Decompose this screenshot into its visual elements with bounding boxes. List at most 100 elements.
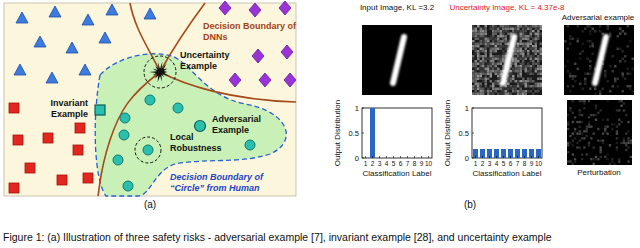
noise-pixel — [576, 133, 578, 135]
triangle-point — [16, 12, 28, 23]
noise-pixel — [515, 63, 518, 66]
noise-pixel — [623, 137, 625, 139]
noise-pixel — [477, 90, 480, 93]
tick-mark — [475, 156, 476, 158]
noise-pixel — [492, 50, 495, 53]
noise-pixel — [490, 75, 493, 78]
noise-pixel — [497, 35, 500, 38]
noise-pixel — [482, 65, 485, 68]
noise-pixel — [540, 70, 543, 73]
noise-pixel — [618, 100, 620, 102]
boundary-line — [160, 72, 296, 102]
noise-pixel — [520, 33, 523, 36]
noise-pixel — [497, 83, 500, 86]
noise-pixel — [487, 65, 490, 68]
digit-stroke — [503, 37, 514, 83]
noise — [564, 25, 634, 95]
noise-pixel — [540, 65, 543, 68]
noise-pixel — [537, 33, 540, 36]
noise-pixel — [607, 28, 610, 31]
noise-pixel — [574, 63, 577, 66]
noise-pixel — [584, 73, 587, 76]
noise-pixel — [600, 109, 602, 111]
noise-pixel — [594, 93, 597, 96]
noise-pixel — [582, 88, 585, 91]
noise-pixel — [525, 30, 528, 33]
boundary-label: Decision Boundary of DNNs — [203, 21, 299, 43]
noise-pixel — [492, 93, 495, 96]
noise-pixel — [623, 139, 625, 141]
noise-pixel — [630, 139, 632, 141]
noise-pixel — [567, 60, 570, 63]
noise-pixel — [472, 65, 475, 68]
noise-pixel — [582, 30, 585, 33]
boundary-label: Decision Boundary of “Circle” from Human — [170, 172, 296, 194]
noise-pixel — [569, 35, 572, 38]
tick-mark — [472, 133, 474, 134]
noise-pixel — [535, 38, 538, 41]
noise-pixel — [532, 58, 535, 61]
noise-pixel — [505, 35, 508, 38]
noise-pixel — [583, 100, 585, 102]
noise-pixel — [599, 90, 602, 93]
noise-pixel — [627, 68, 630, 71]
noise-pixel — [629, 85, 632, 88]
noise-pixel — [618, 109, 620, 111]
noise-pixel — [482, 40, 485, 43]
tick-mark — [393, 156, 394, 158]
noise-pixel — [520, 43, 523, 46]
noise-pixel — [495, 68, 498, 71]
noise-pixel — [535, 68, 538, 71]
tick-mark — [472, 108, 474, 109]
noise-pixel — [490, 53, 493, 56]
noise-pixel — [625, 144, 627, 146]
noise-pixel — [497, 88, 500, 91]
noise-pixel — [520, 63, 523, 66]
noise-pixel — [505, 38, 508, 41]
tick-mark — [517, 156, 518, 158]
tick-mark — [365, 156, 366, 158]
noise-pixel — [490, 43, 493, 46]
noise-pixel — [593, 146, 595, 148]
noise-pixel — [567, 121, 569, 123]
noise-pixel — [515, 55, 518, 58]
noise-pixel — [482, 50, 485, 53]
noise-pixel — [574, 158, 576, 160]
noise-pixel — [530, 55, 533, 58]
noise-pixel — [579, 109, 581, 111]
noise-pixel — [599, 30, 602, 33]
noise-pixel — [569, 142, 571, 144]
noise-pixel — [592, 53, 595, 56]
noise-pixel — [515, 90, 518, 93]
noise-pixel — [500, 93, 503, 96]
diamond-point — [279, 1, 291, 15]
noise-pixel — [611, 160, 613, 162]
noise-pixel — [505, 53, 508, 56]
noise-pixel — [527, 78, 530, 81]
noise-pixel — [597, 158, 599, 160]
axis-tick-label: 9 — [530, 160, 534, 168]
noise-pixel — [582, 43, 585, 46]
noise-pixel — [492, 88, 495, 91]
noise-pixel — [589, 60, 592, 63]
noise-pixel — [564, 40, 567, 43]
noise-pixel — [611, 158, 613, 160]
noise-pixel — [480, 65, 483, 68]
noise-pixel — [624, 33, 627, 36]
noise-pixel — [520, 73, 523, 76]
noise-pixel — [527, 53, 530, 56]
noise-pixel — [532, 45, 535, 48]
noise-pixel — [492, 70, 495, 73]
noise-pixel — [527, 45, 530, 48]
noise-pixel — [480, 73, 483, 76]
noise-pixel — [517, 25, 520, 28]
noise-pixel — [530, 90, 533, 93]
noise-pixel — [574, 128, 576, 130]
noise-pixel — [512, 80, 515, 83]
noise-pixel — [588, 142, 590, 144]
noise-pixel — [537, 73, 540, 76]
noise-pixel — [520, 53, 523, 56]
noise-pixel — [520, 45, 523, 48]
noise-pixel — [627, 146, 629, 148]
noise-pixel — [475, 38, 478, 41]
